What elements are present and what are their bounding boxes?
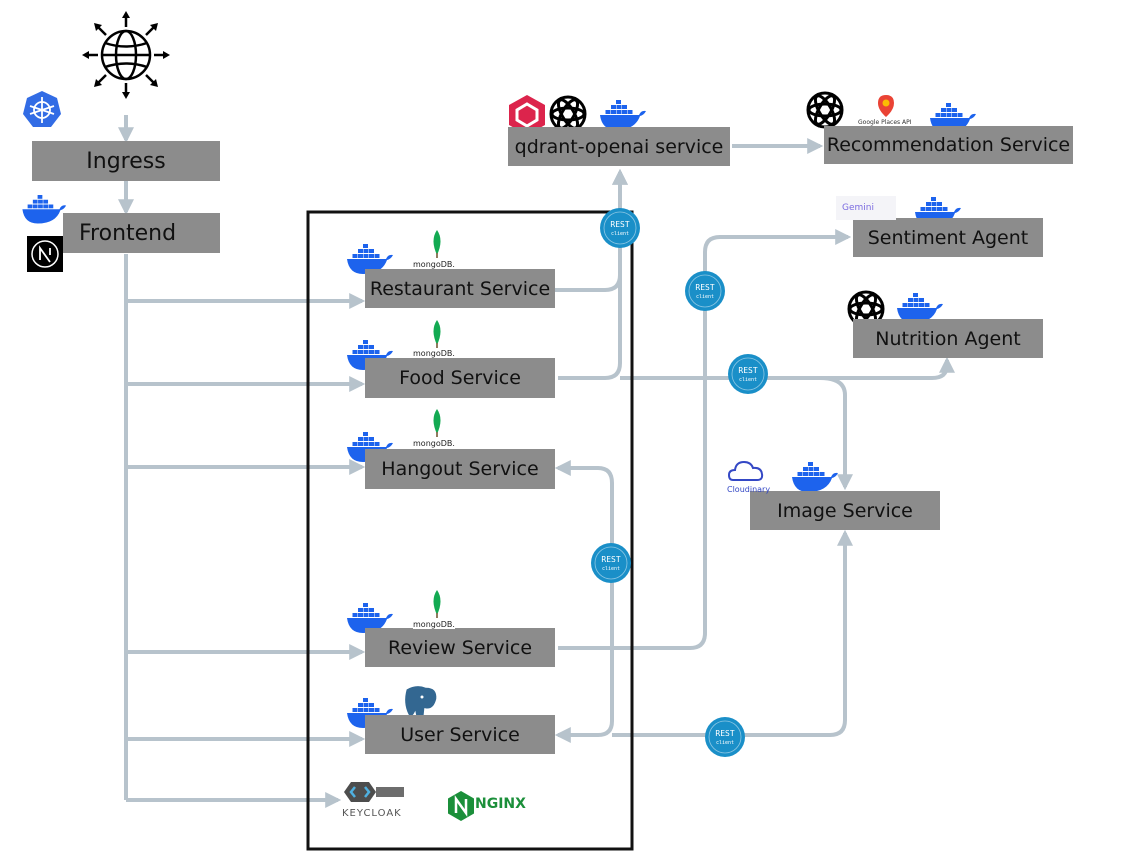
mongodb-label: mongoDB. <box>413 620 455 629</box>
rest-client-badges: REST client REST client REST client REST… <box>590 207 769 758</box>
docker-icon <box>792 462 838 492</box>
mongodb-leaf-icon <box>432 319 442 349</box>
gemini-label: Gemini <box>836 196 896 220</box>
mongodb-label: mongoDB. <box>413 349 455 358</box>
connectors <box>118 115 955 808</box>
cloudinary-label: Cloudinary <box>727 485 771 494</box>
keycloak-icon <box>344 782 404 802</box>
rest-badge-hangout-user: REST client <box>590 542 632 584</box>
svg-text:REST: REST <box>738 366 757 375</box>
arrow-user-image <box>612 529 853 737</box>
docker-icon <box>22 195 67 224</box>
node-recommendation-service: Recommendation Service <box>824 126 1073 164</box>
svg-text:REST: REST <box>715 729 734 738</box>
svg-text:REST: REST <box>601 555 620 564</box>
node-nutrition-agent: Nutrition Agent <box>853 319 1043 358</box>
node-frontend: Frontend <box>63 213 220 253</box>
keycloak-label: KEYCLOAK <box>342 808 402 819</box>
svg-text:client: client <box>602 566 620 572</box>
cluster-frame <box>306 210 634 851</box>
nginx-label: NGINX <box>475 796 526 812</box>
arrow-food-qdrant <box>558 168 628 380</box>
qdrant-icon <box>509 95 545 135</box>
rest-badge-sentiment: REST client <box>684 270 726 312</box>
openai-icon <box>806 91 844 129</box>
google-places-icon <box>878 95 894 117</box>
cloudinary-icon <box>727 460 764 481</box>
kubernetes-icon <box>23 91 61 127</box>
mongodb-leaf-icon <box>432 408 442 438</box>
mongodb-label: mongoDB. <box>413 260 455 269</box>
mongodb-leaf-icon <box>432 229 442 259</box>
node-review-service: Review Service <box>365 628 555 667</box>
svg-text:client: client <box>739 377 757 383</box>
openai-icon <box>549 95 587 133</box>
svg-text:client: client <box>716 740 734 746</box>
mongodb-leaf-icon <box>432 589 442 619</box>
svg-text:client: client <box>696 294 714 300</box>
docker-icon <box>600 100 646 130</box>
node-restaurant-service: Restaurant Service <box>365 269 555 308</box>
nginx-icon <box>448 791 474 821</box>
globe-icon <box>82 11 170 99</box>
node-food-service: Food Service <box>365 358 555 398</box>
nextjs-icon <box>27 236 63 272</box>
node-qdrant-openai-service: qdrant-openai service <box>508 127 730 166</box>
svg-text:REST: REST <box>695 283 714 292</box>
google-places-label: Google Places API <box>858 119 912 126</box>
svg-text:REST: REST <box>610 220 629 229</box>
node-user-service: User Service <box>365 715 555 754</box>
arrow-hangout-user <box>554 460 614 743</box>
rest-badge-qdrant: REST client <box>599 207 641 249</box>
arrow-review-sentiment <box>558 229 852 650</box>
node-image-service: Image Service <box>750 491 940 530</box>
node-sentiment-agent: Sentiment Agent <box>853 218 1043 257</box>
rest-badge-image: REST client <box>704 716 746 758</box>
mongodb-label: mongoDB. <box>413 439 455 448</box>
arrow-food-image <box>819 376 853 491</box>
svg-text:client: client <box>611 231 629 237</box>
node-hangout-service: Hangout Service <box>365 449 555 489</box>
arrow-food-nutrition <box>620 356 955 380</box>
node-ingress: Ingress <box>32 141 220 181</box>
rest-badge-nutrition: REST client <box>727 353 769 395</box>
